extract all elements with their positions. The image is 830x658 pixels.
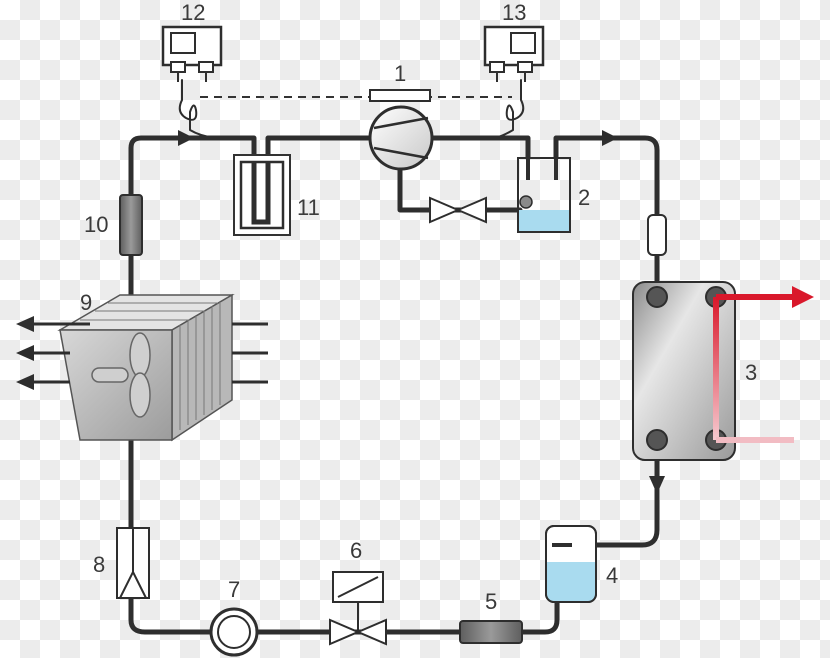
label-compressor: 1 [394, 61, 406, 86]
oil-separator-receiver [517, 150, 571, 233]
compressor-symbol [373, 116, 429, 160]
label-filter: 5 [485, 589, 497, 614]
label-pressure-switch-left: 12 [181, 0, 205, 25]
filter-drier [119, 194, 143, 256]
sight-glass [209, 607, 259, 657]
air-out-arrowhead-3 [16, 374, 34, 390]
pressure-switch-capillary-right [494, 79, 525, 139]
evaporator-fins [80, 302, 221, 430]
accumulator [233, 154, 291, 236]
plate-heat-exchanger [632, 281, 736, 461]
label-solenoid-valve: 6 [350, 538, 362, 563]
evaporator [57, 293, 235, 442]
bypass-valve [429, 196, 487, 224]
label-heat-exchanger: 3 [745, 360, 757, 385]
evaporator-fan-motor [91, 367, 129, 383]
compressor [368, 89, 434, 171]
hot-gas-bypass-line [397, 162, 523, 213]
flow-arrow-condenser-out [649, 476, 665, 494]
pressure-switch-right [483, 25, 545, 82]
pressure-switch-left [161, 25, 223, 82]
hx-port-top-left [646, 286, 668, 308]
label-liquid-receiver: 4 [606, 563, 618, 588]
evaporator-fan-blade-bottom [129, 372, 151, 418]
expansion-valve [116, 527, 150, 599]
water-riser [713, 297, 719, 440]
liquid-receiver [545, 525, 597, 603]
pressure-switch-capillary-left [178, 79, 216, 139]
discharge-muffler [647, 214, 667, 256]
filter [459, 620, 523, 644]
air-flow [16, 316, 268, 390]
hx-port-bottom-left [646, 429, 668, 451]
label-filter-drier: 10 [84, 212, 108, 237]
label-sight-glass: 7 [228, 577, 240, 602]
flow-arrow-discharge [602, 130, 618, 146]
air-out-arrowhead-1 [16, 316, 34, 332]
label-accumulator: 11 [297, 195, 320, 220]
condenser-outlet-line [569, 447, 660, 548]
component-labels: 1 2 3 4 5 6 7 8 9 10 11 12 13 [80, 0, 757, 614]
evaporator-fan-blade-top [129, 332, 151, 378]
water-inlet-cold [716, 437, 794, 443]
label-oil-separator: 2 [578, 185, 590, 210]
air-out-arrowhead-2 [16, 345, 34, 361]
water-circuit [713, 286, 814, 443]
water-outlet-hot [716, 294, 796, 300]
solenoid-valve [329, 571, 387, 646]
flow-arrows [178, 130, 665, 494]
label-expansion-valve: 8 [93, 552, 105, 577]
label-pressure-switch-right: 13 [502, 0, 526, 25]
flow-arrow-suction [178, 130, 194, 146]
water-outlet-arrow [792, 286, 814, 308]
label-evaporator: 9 [80, 290, 92, 315]
